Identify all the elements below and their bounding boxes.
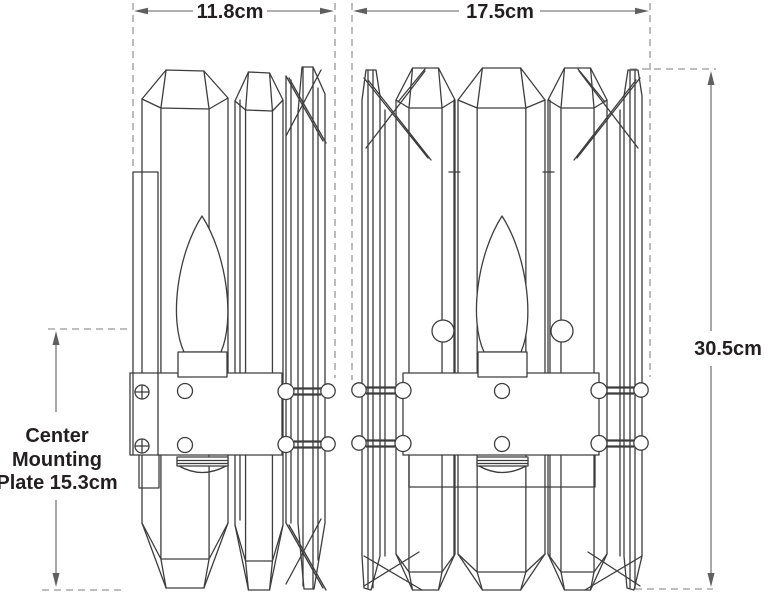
arrowhead-right: [635, 7, 649, 15]
back-plate-foot: [138, 454, 160, 489]
bobeche: [476, 456, 529, 474]
arrowhead-down: [52, 573, 60, 587]
arrowhead-up: [707, 71, 715, 85]
mounting-plate-label-line2: Mounting: [12, 449, 102, 471]
mounting-screws: [134, 382, 194, 454]
bolt-end: [590, 434, 608, 453]
bolt-knob: [351, 382, 367, 398]
mounting-band: [129, 372, 283, 456]
width-label-right-sconce: 17.5cm: [466, 1, 534, 23]
candle-sleeve: [477, 351, 528, 378]
candle-sleeve: [177, 351, 228, 378]
width-label-left-sconce: 11.8cm: [197, 1, 264, 23]
bolt-knob: [633, 382, 649, 398]
crystal-ball: [431, 319, 455, 343]
crystal-cluster-right: [285, 66, 327, 591]
arrowhead-left: [353, 7, 367, 15]
mounting-plate-label-line1: Center: [25, 425, 89, 447]
arrowhead-right: [320, 7, 334, 15]
bolt-end: [277, 382, 295, 401]
bolt-end: [394, 434, 412, 453]
back-plate-bottom: [408, 454, 596, 488]
bobeche: [176, 456, 229, 474]
candle-bulb: [175, 215, 229, 353]
bolt-knob: [351, 435, 367, 451]
extension-dashed-lines: [42, 3, 716, 591]
crystal-rod: [234, 71, 284, 591]
arrowhead-left: [134, 7, 148, 15]
side-bolts-right: [590, 381, 649, 453]
sconce-right: [351, 67, 649, 591]
mounting-plate-label-line3: Plate 15.3cm: [0, 472, 118, 494]
crystal-ball: [550, 319, 574, 343]
screw-hole: [493, 382, 511, 400]
bolt-knob: [633, 435, 649, 451]
side-bolts-right: [277, 382, 336, 454]
bolt-knob: [320, 383, 336, 399]
screw-hole: [176, 382, 194, 400]
candle-bulb: [475, 215, 529, 353]
crystal-cluster-right: [573, 68, 643, 591]
bolt-end: [394, 381, 412, 400]
back-plate: [132, 171, 159, 456]
crystal-cluster-left: [361, 68, 432, 591]
screw-hole: [493, 435, 511, 453]
sconce-left: [129, 66, 336, 591]
screw-hole: [176, 436, 194, 454]
bolt-end: [590, 381, 608, 400]
arrowhead-down: [707, 573, 715, 587]
bolt-end: [277, 435, 295, 454]
height-label: 30.5cm: [694, 338, 762, 360]
bolt-knob: [320, 436, 336, 452]
arrowhead-up: [52, 331, 60, 345]
side-bolts-left: [351, 381, 412, 453]
